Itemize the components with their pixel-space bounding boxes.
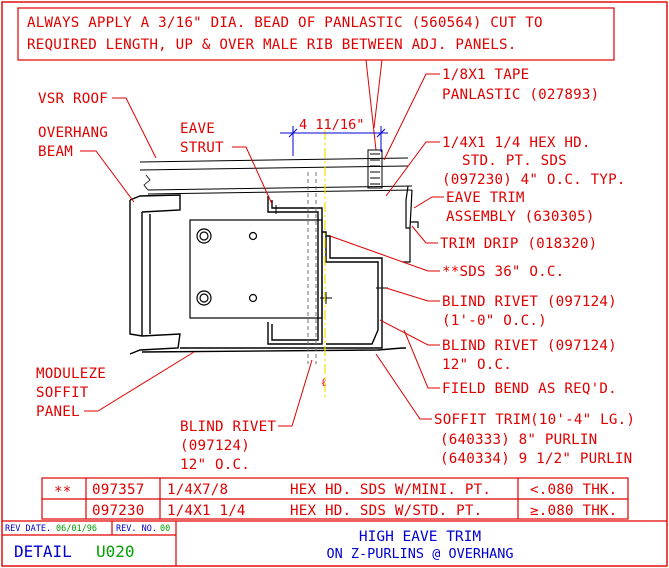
callout-rivet-a2: (1'-0" O.C.) [442, 313, 547, 329]
callout-trim-2: ASSEMBLY (630305) [446, 209, 595, 225]
purlin-web [307, 172, 317, 364]
table-row-1-thk: <.080 THK. [530, 482, 617, 498]
table-row-1-desc: HEX HD. SDS W/MINI. PT. [290, 482, 491, 498]
detail-id: U020 [96, 542, 135, 561]
eave-trim [402, 185, 419, 263]
callout-rivet-a1: BLIND RIVET (097124) [442, 294, 617, 310]
callout-screw-2: STD. PT. SDS [462, 153, 567, 169]
callout-eave-strut-1: EAVE [180, 121, 215, 137]
callout-drip: TRIM DRIP (018320) [440, 236, 597, 252]
callout-rivet-b2: 12" O.C. [442, 357, 512, 373]
callout-overhang-1: OVERHANG [38, 125, 108, 141]
callout-rivet-1: BLIND RIVET [180, 419, 276, 435]
rev-no-label: REV. NO. [116, 524, 157, 534]
parts-table-grid [41, 477, 629, 520]
title-block-grid [2, 520, 667, 566]
table-row-1-size: 1/4X7/8 [167, 482, 228, 498]
eave-strut [267, 196, 323, 345]
callout-trim-1: EAVE TRIM [446, 190, 525, 206]
note-line-1: ALWAYS APPLY A 3/16" DIA. BEAD OF PANLAS… [27, 15, 543, 31]
roof-panel [139, 149, 413, 195]
callout-bend: FIELD BEND AS REQ'D. [442, 381, 617, 397]
callout-eave-strut-2: STRUT [180, 140, 224, 156]
callout-soffit-1: MODULEZE [36, 366, 106, 382]
rev-no: 00 [160, 524, 170, 534]
table-marker: ** [54, 484, 71, 500]
callout-rivet-3: 12" O.C. [180, 457, 250, 473]
rev-date: 06/01/96 [56, 524, 97, 534]
callout-tape-2: PANLASTIC (027893) [442, 87, 599, 103]
note-leader [365, 59, 377, 151]
callout-soffit-2: SOFFIT [36, 385, 89, 401]
callout-vsr-roof: VSR ROOF [38, 91, 108, 107]
callout-tape-1: 1/8X1 TAPE [442, 67, 529, 83]
callout-soffit-trim-1: SOFFIT TRIM(10'-4" LG.) [434, 412, 635, 428]
note-box [17, 7, 615, 61]
callout-screw-1: 1/4X1 1/4 HEX HD. [442, 135, 591, 151]
callout-overhang-2: BEAM [38, 144, 73, 160]
clip-plate [189, 219, 323, 319]
rev-date-label: REV DATE. [5, 524, 51, 534]
soffit-trim [141, 231, 406, 353]
callout-soffit-trim-2: (640333) 8" PURLIN [440, 432, 597, 448]
note-line-2: REQUIRED LENGTH, UP & OVER MALE RIB BETW… [27, 37, 517, 53]
callout-soffit-3: PANEL [36, 404, 80, 420]
table-row-1-part: 097357 [92, 482, 144, 498]
table-row-2-thk: ≥.080 THK. [530, 503, 617, 519]
callout-rivet-2: (097124) [180, 438, 250, 454]
dimension-label: 4 11/16" [299, 117, 364, 133]
detail-label: DETAIL [14, 542, 72, 561]
title-line-1: HIGH EAVE TRIM [359, 529, 481, 545]
title-line-2: ON Z-PURLINS @ OVERHANG [327, 546, 514, 562]
table-row-2-part: 097230 [92, 503, 144, 519]
table-row-2-desc: HEX HD. SDS W/STD. PT. [290, 503, 482, 519]
table-row-2-size: 1/4X1 1/4 [167, 503, 246, 519]
callout-sds: **SDS 36" O.C. [442, 264, 564, 280]
callout-screw-3: (097230) 4" O.C. TYP. [442, 172, 626, 188]
centerline-mark: ℓ [321, 376, 326, 389]
callout-soffit-trim-3: (640334) 9 1/2" PURLIN [440, 451, 632, 467]
overhang-beam [129, 194, 181, 355]
dimension [280, 126, 388, 156]
callout-rivet-b1: BLIND RIVET (097124) [442, 338, 617, 354]
